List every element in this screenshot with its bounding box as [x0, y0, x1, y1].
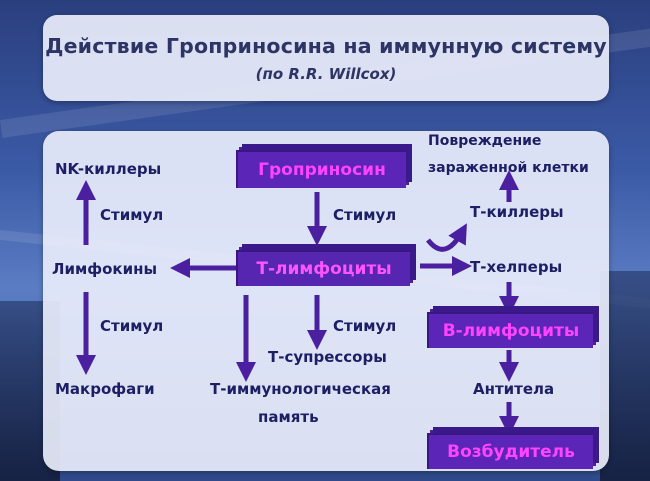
node-t-memory-line1: Т-иммунологическая: [210, 380, 391, 398]
edge-label-stim-center-top: Стимул: [333, 206, 397, 224]
node-damage-line2: зараженной клетки: [428, 160, 589, 176]
edge-label-stim-left-bottom: Стимул: [100, 317, 164, 335]
node-lymphokines: Лимфокины: [52, 260, 158, 278]
node-b-lymphocytes: В-лимфоциты: [427, 312, 593, 348]
node-damage-line1: Повреждение: [428, 133, 542, 149]
node-groprinosin: Гроприносин: [236, 150, 406, 188]
node-t-lymphocytes: Т-лимфоциты: [236, 250, 410, 286]
arrow-tlymph-to-tkillers: [426, 223, 467, 252]
node-t-suppressors: Т-супрессоры: [268, 348, 387, 366]
node-antibodies: Антитела: [473, 380, 555, 398]
title-panel: Действие Гроприносина на иммунную систем…: [43, 15, 609, 101]
page-title: Действие Гроприносина на иммунную систем…: [45, 34, 607, 58]
node-nk-killers: NK-киллеры: [55, 160, 162, 178]
node-macrophages: Макрофаги: [55, 380, 155, 398]
node-t-killers: Т-киллеры: [470, 203, 564, 221]
node-t-memory-line2: память: [258, 408, 319, 426]
edge-label-stim-center-bottom: Стимул: [333, 317, 397, 335]
edge-label-stim-left-top: Стимул: [100, 206, 164, 224]
node-pathogen: Возбудитель: [427, 433, 593, 469]
node-t-helpers: Т-хелперы: [470, 258, 563, 276]
page-subtitle: (по R.R. Willcox): [255, 65, 397, 83]
